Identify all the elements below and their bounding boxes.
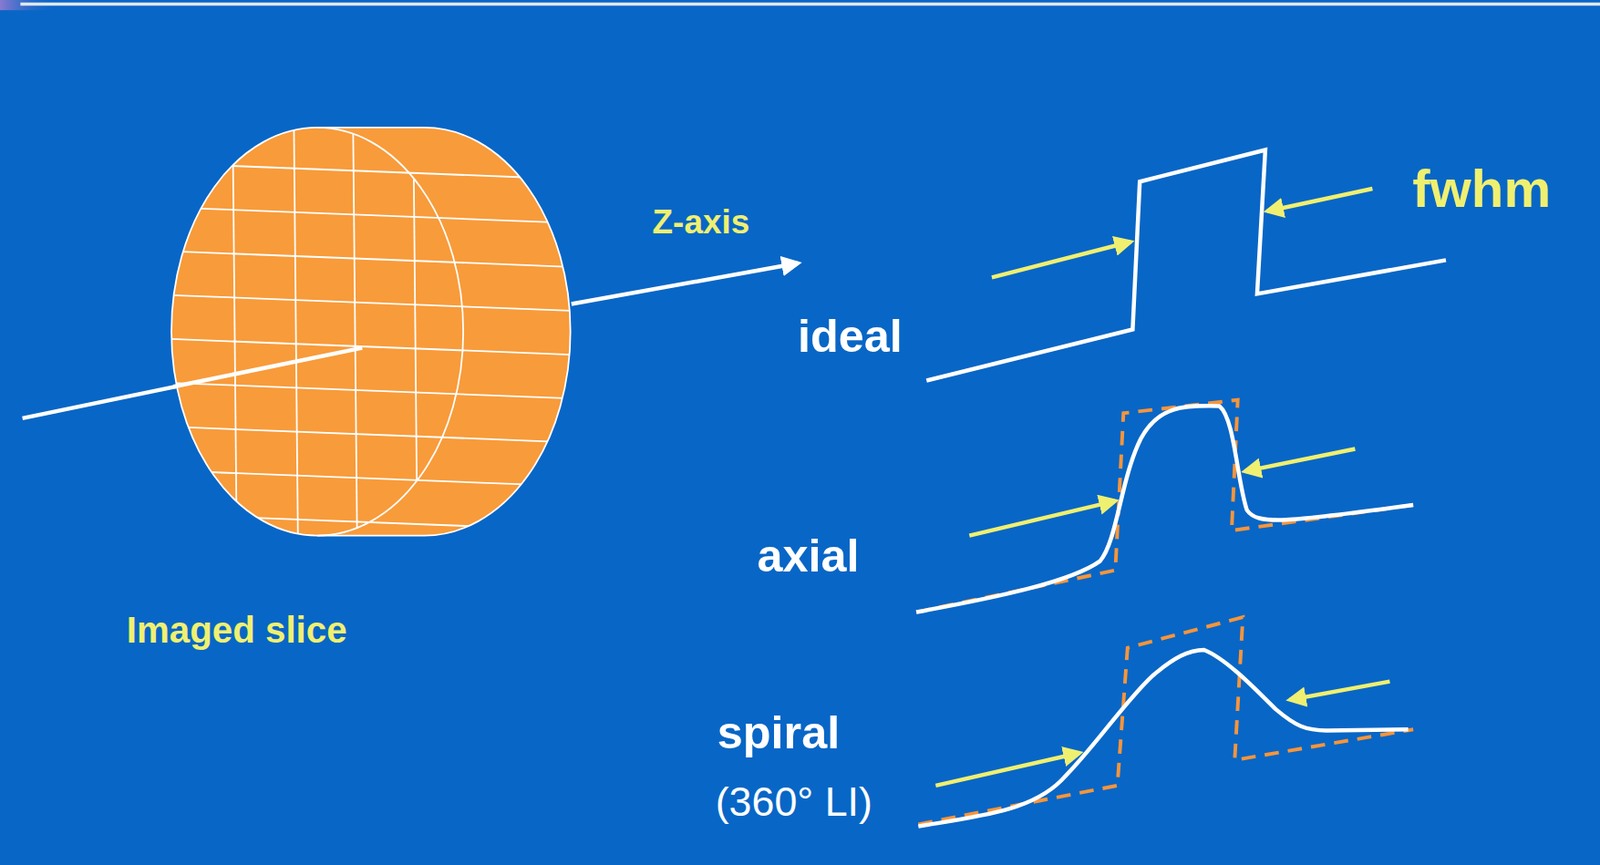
fwhm-arrow	[969, 501, 1115, 537]
ideal-profile	[926, 150, 1446, 382]
interpolation-label: (360° LI)	[715, 779, 873, 825]
fwhm-arrow	[1290, 681, 1391, 701]
axial-ideal-outline	[916, 400, 1414, 613]
slice-label: Imaged slice	[126, 610, 348, 651]
profile-label: ideal	[797, 311, 903, 362]
fwhm-arrow	[935, 753, 1080, 786]
z-axis-line	[173, 348, 362, 388]
axis-label: Z-axis	[652, 204, 751, 242]
axial-profile	[916, 405, 1414, 612]
spiral-ideal-outline	[918, 617, 1414, 825]
top-rule	[20, 2, 1600, 6]
fwhm-label: fwhm	[1412, 159, 1551, 218]
spiral-profile	[918, 650, 1408, 827]
fwhm-arrow	[991, 241, 1131, 278]
imaged-slice-disk	[163, 122, 582, 541]
fwhm-arrow	[1267, 188, 1373, 212]
profile-label: axial	[756, 530, 859, 581]
profile-label: spiral	[717, 707, 840, 758]
z-axis-arrow	[571, 263, 798, 305]
fwhm-arrow	[1244, 448, 1355, 472]
